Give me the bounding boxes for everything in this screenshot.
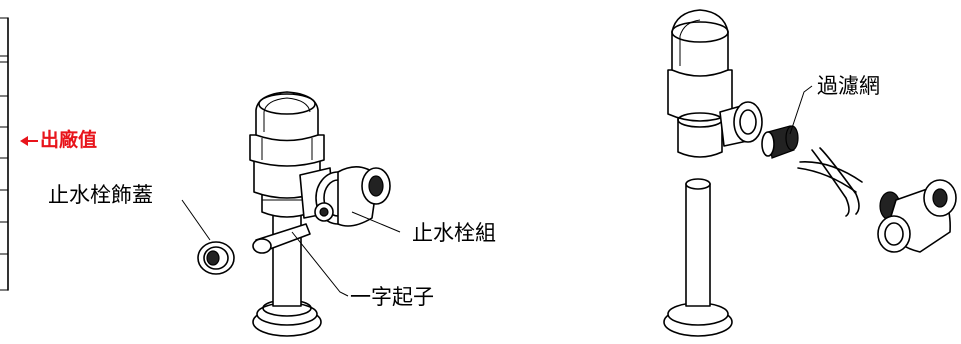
adjustment-table-edge	[0, 17, 9, 291]
flush-valve-illustration	[249, 91, 391, 337]
valve-assembly-label: 止水栓組	[412, 221, 496, 245]
valve-cover-part	[197, 241, 235, 275]
screwdriver-leader	[291, 231, 349, 297]
factory-value-label: 出廠值	[40, 129, 98, 151]
filter-screen-label: 過濾網	[817, 74, 880, 98]
filter-screen-leader	[789, 85, 813, 135]
screwdriver-label: 一字起子	[350, 285, 434, 309]
valve-assembly-leader	[351, 211, 401, 233]
filter-removal-illustration	[663, 9, 957, 337]
factory-value-arrow	[20, 136, 38, 146]
valve-cover-leader	[181, 199, 211, 241]
valve-cover-label: 止水栓飾蓋	[48, 183, 153, 207]
